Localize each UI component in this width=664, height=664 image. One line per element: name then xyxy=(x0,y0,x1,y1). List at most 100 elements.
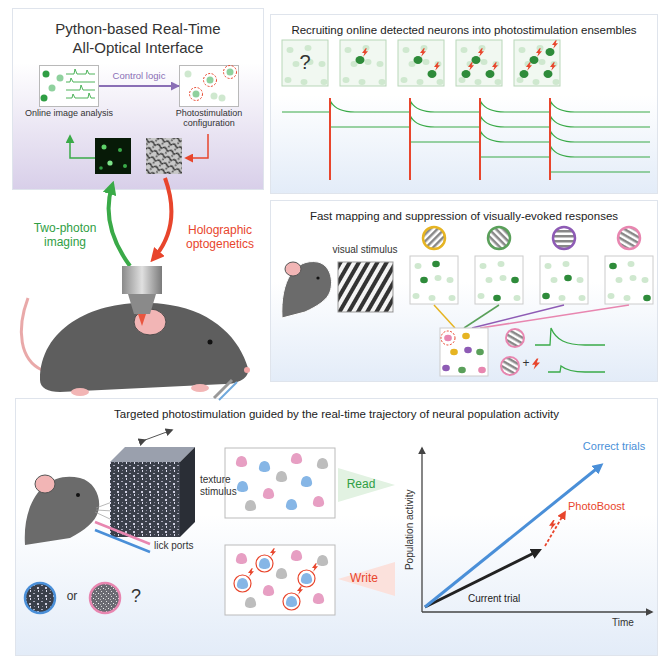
visual-mapping xyxy=(553,227,575,249)
read-write-neurons xyxy=(225,448,395,615)
read-write-neurons xyxy=(225,545,335,615)
visual-mapping xyxy=(543,261,586,301)
axis-label: Population activity xyxy=(404,460,416,600)
mouse-illustration xyxy=(219,382,237,400)
panel-title: Recruiting online detected neurons into … xyxy=(271,23,657,37)
mouse-illustration xyxy=(40,303,248,392)
read-write-neurons xyxy=(301,573,312,584)
behaviour-setup xyxy=(95,512,110,519)
analysis-box-content xyxy=(66,69,95,98)
visual-mapping xyxy=(535,328,605,345)
visual-mapping xyxy=(442,365,450,372)
read-write-neurons xyxy=(276,568,287,579)
visual-mapping xyxy=(413,261,456,301)
recruit-frames xyxy=(414,56,423,64)
visual-mapping xyxy=(478,367,486,374)
trajectory-plot xyxy=(422,448,652,612)
calcium-traces xyxy=(550,171,650,172)
analysis-box-content xyxy=(41,95,48,102)
read-write-neurons xyxy=(256,555,273,572)
annotation-label: visual stimulus xyxy=(328,244,402,256)
behaviour-setup xyxy=(95,502,113,519)
visual-mapping xyxy=(478,261,521,301)
stim-config-content xyxy=(204,74,217,87)
visual-mapping xyxy=(488,227,510,249)
trajectory-plot xyxy=(545,512,565,546)
recruit-frames xyxy=(526,62,532,70)
visual-mapping xyxy=(476,349,484,356)
read-write-neurons xyxy=(286,499,297,510)
mouse-illustration xyxy=(138,314,146,326)
experiment-panel: Recruiting online detected neurons into … xyxy=(270,14,658,194)
calcium-traces xyxy=(330,117,650,127)
visual-mapping xyxy=(441,331,455,345)
recruit-frames xyxy=(550,62,556,70)
stim-config-content xyxy=(211,93,218,100)
read-write-neurons xyxy=(237,578,248,589)
analysis-box-content xyxy=(66,93,95,98)
imaging-frame xyxy=(107,160,112,165)
behaviour-setup xyxy=(95,530,150,552)
recruit-frames xyxy=(492,62,498,70)
behaviour-setup xyxy=(90,583,120,613)
recruit-frames xyxy=(514,40,560,86)
read-write-neurons xyxy=(259,558,270,569)
visual-mapping xyxy=(548,366,605,372)
visual-mapping xyxy=(511,277,519,284)
behaviour-setup xyxy=(110,447,195,462)
visual-mapping xyxy=(434,305,455,328)
read-write-neurons xyxy=(317,458,328,469)
annotation-label: texture stimulus xyxy=(200,474,252,497)
stim-config-content xyxy=(190,66,237,101)
experiment-panel: Targeted photostimulation guided by the … xyxy=(15,398,658,656)
flow-arrow xyxy=(99,85,179,87)
read-write-neurons xyxy=(297,586,303,594)
visual-mapping xyxy=(506,329,524,347)
visual-mapping xyxy=(464,347,472,354)
analysis-box-content xyxy=(57,75,64,82)
read-write-neurons xyxy=(236,553,247,564)
recruit-frames xyxy=(517,45,560,85)
visual-mapping xyxy=(316,276,319,279)
visual-mapping xyxy=(462,333,470,340)
recruit-frames xyxy=(552,40,558,48)
recruit-frames xyxy=(420,48,426,56)
trajectory-plot xyxy=(549,520,556,530)
feedback-arrow xyxy=(186,134,208,158)
read-write-neurons xyxy=(259,461,270,472)
calcium-traces xyxy=(410,132,650,142)
stim-markers xyxy=(330,98,550,180)
recruit-frames xyxy=(282,40,560,86)
feedback-arrow xyxy=(70,136,95,158)
visual-mapping xyxy=(444,335,452,342)
calcium-traces xyxy=(282,102,650,112)
visual-mapping xyxy=(605,256,653,304)
mouse-illustration xyxy=(122,266,162,294)
imaging-frame xyxy=(118,148,122,152)
recruit-frames xyxy=(530,56,539,64)
stim-markers xyxy=(479,98,481,180)
experiment-panel: Fast mapping and suppression of visually… xyxy=(270,200,658,382)
behaviour-setup xyxy=(35,475,55,493)
visual-mapping xyxy=(285,262,301,276)
read-write-neurons xyxy=(313,593,324,604)
read-write-neurons xyxy=(312,563,318,571)
read-write-neurons xyxy=(317,555,328,566)
annotation-label: Write xyxy=(340,572,388,586)
calcium-traces xyxy=(282,102,650,172)
imaging-frame xyxy=(102,145,107,150)
visual-mapping xyxy=(420,261,651,302)
behaviour-setup xyxy=(25,430,195,613)
behaviour-setup xyxy=(96,510,113,511)
read-write-neurons xyxy=(270,548,276,556)
stim-markers xyxy=(409,98,411,180)
visual-mapping xyxy=(480,305,629,328)
read-write-neurons xyxy=(234,555,315,610)
mouse-illustration xyxy=(214,380,232,398)
annotation-label: Holographic optogenetics xyxy=(176,224,264,252)
visual-mapping xyxy=(450,349,458,356)
annotation-label: PhotoBoost xyxy=(568,500,644,513)
recruit-frames xyxy=(478,48,484,56)
mouse-illustration xyxy=(128,294,156,314)
